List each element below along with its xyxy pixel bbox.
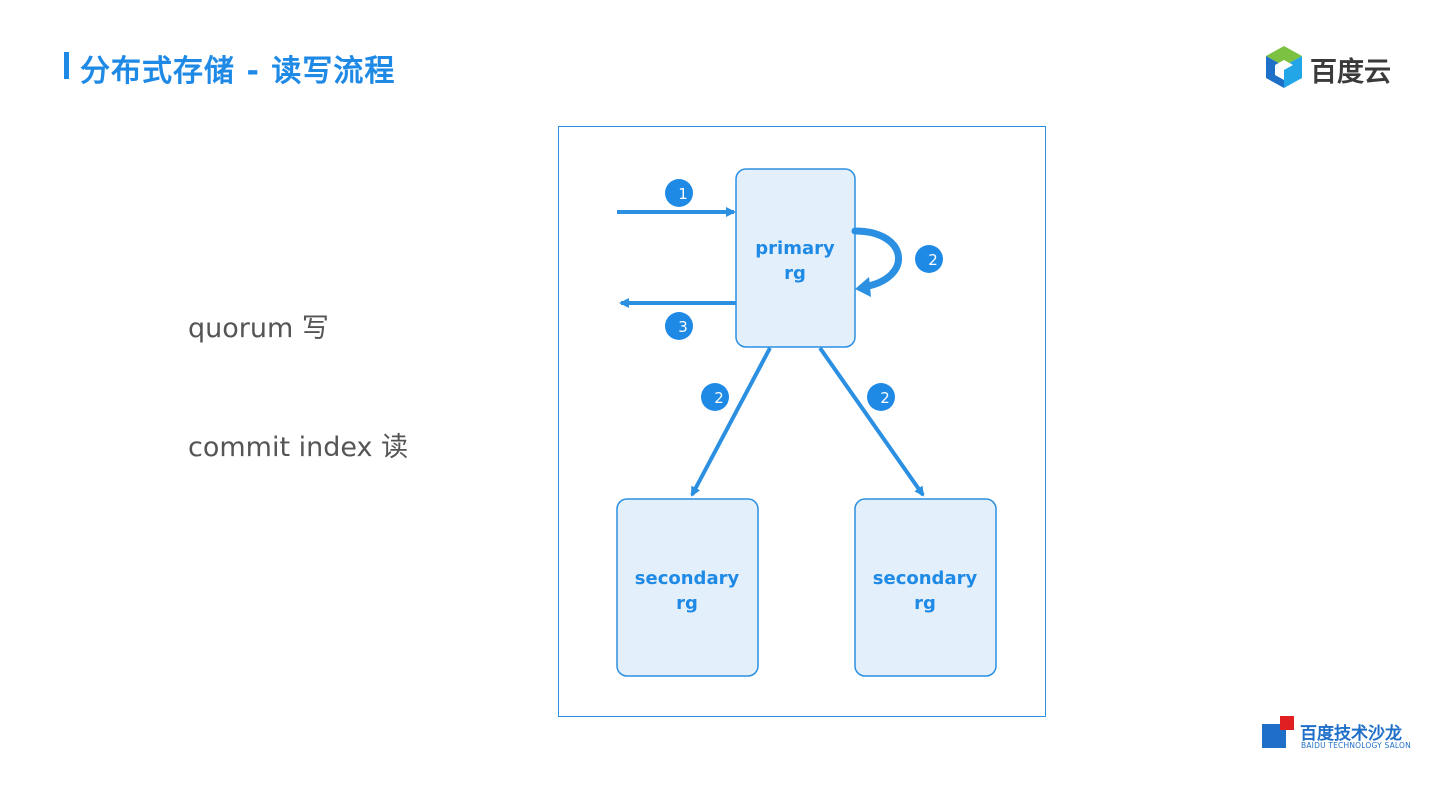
bullet-commit-index-read: commit index 读: [188, 432, 409, 463]
self-loop-arrowhead: [855, 277, 871, 297]
slide-title: 分布式存储 - 读写流程: [80, 54, 396, 89]
replicate-left-arrow: [690, 347, 772, 497]
svg-text:2: 2: [928, 251, 938, 269]
svg-text:3: 3: [678, 318, 688, 336]
brand-name: 百度云: [1310, 57, 1391, 88]
step-badge-2-right: 2: [867, 383, 895, 411]
bullet-quorum-write: quorum 写: [188, 313, 329, 344]
step-badge-2-left: 2: [701, 383, 729, 411]
cube-icon: [1266, 46, 1302, 88]
salon-name-cn: 百度技术沙龙: [1300, 724, 1402, 744]
baidu-tech-salon-logo: 百度技术沙龙 BAIDU TECHNOLOGY SALON: [1262, 716, 1412, 752]
salon-name-en: BAIDU TECHNOLOGY SALON: [1301, 741, 1411, 750]
replicate-right-arrow: [818, 346, 925, 497]
primary-node-label-line2: rg: [784, 263, 806, 284]
secondary-left-label-line1: secondary: [635, 568, 740, 589]
step-badge-1: 1: [665, 179, 693, 207]
read-write-flow-diagram: primary rg secondary rg secondary rg 1 2…: [558, 126, 1046, 717]
title-accent-bar: [64, 52, 69, 79]
svg-text:1: 1: [678, 185, 688, 203]
step-badge-2-self: 2: [915, 245, 943, 273]
diagram-canvas: primary rg secondary rg secondary rg 1 2…: [616, 168, 997, 677]
primary-node-label-line1: primary: [755, 238, 835, 259]
svg-text:2: 2: [714, 389, 724, 407]
svg-text:2: 2: [880, 389, 890, 407]
baidu-cloud-logo: 百度云: [1262, 44, 1397, 92]
secondary-right-label-line1: secondary: [873, 568, 978, 589]
step-badge-3: 3: [665, 312, 693, 340]
secondary-left-label-line2: rg: [676, 593, 698, 614]
secondary-right-label-line2: rg: [914, 593, 936, 614]
secondary-node-right: [854, 498, 997, 677]
primary-node: [735, 168, 856, 348]
secondary-node-left: [616, 498, 759, 677]
logo-square-red: [1280, 716, 1294, 730]
self-loop-arrow: [851, 227, 902, 291]
